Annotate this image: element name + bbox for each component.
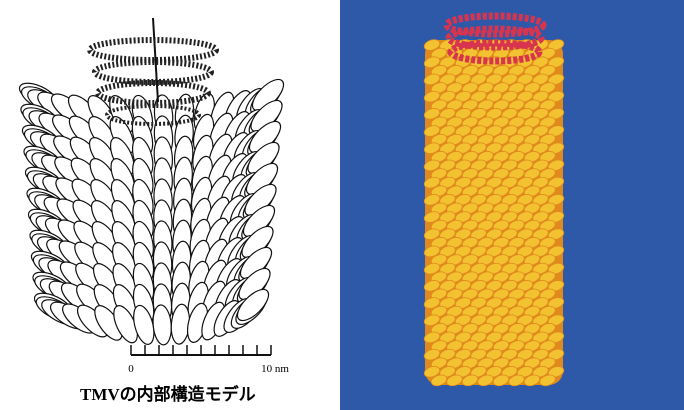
scale-end-label: 10 nm <box>261 363 289 375</box>
tmv-line-drawing: 0 10 nm <box>0 0 336 410</box>
capsid-cylinder <box>423 38 565 388</box>
tmv-colored-model <box>340 0 684 410</box>
scale-start-label: 0 <box>128 363 134 375</box>
coat-protein-subunits <box>16 74 288 346</box>
figure-caption: TMVの内部構造モデル <box>80 380 256 405</box>
